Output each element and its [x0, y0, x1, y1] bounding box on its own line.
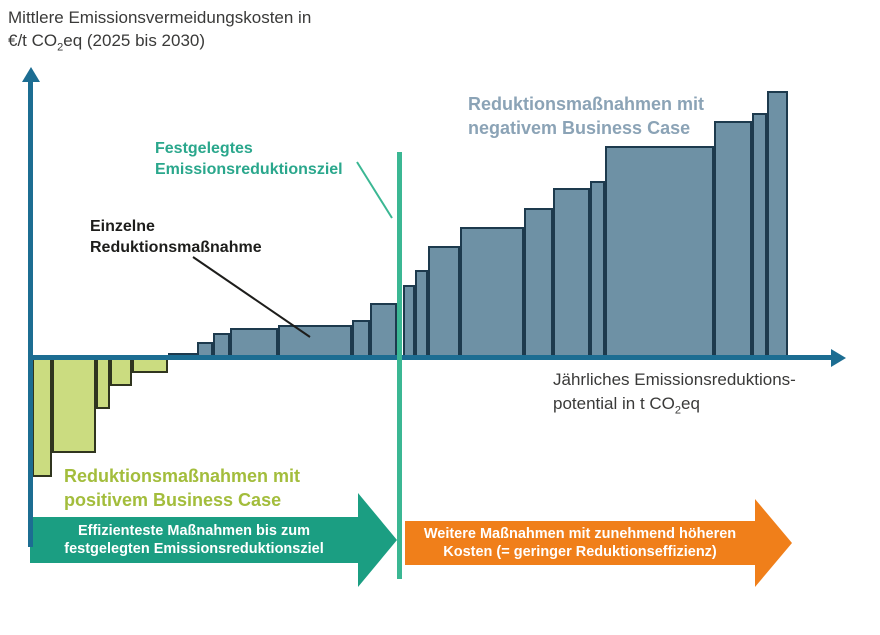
x-axis-title-line2-suffix: eq: [681, 394, 700, 413]
bar: [370, 303, 397, 358]
target-label: Festgelegtes Emissionsreduktionsziel: [155, 138, 343, 180]
y-axis-arrowhead-icon: [22, 67, 40, 82]
x-axis-title-line1: Jährliches Emissionsreduktions-: [553, 370, 796, 389]
bar: [605, 146, 714, 358]
x-axis-title-line2-prefix: potential in t CO: [553, 394, 675, 413]
bar: [590, 181, 605, 358]
single-measure-label-line2: Reduktionsmaßnahme: [90, 239, 262, 256]
negative-case-label-line2: negativem Business Case: [468, 118, 691, 138]
positive-case-label-line2: positivem Business Case: [64, 490, 282, 510]
further-measures-arrowhead-icon: [755, 499, 792, 587]
y-axis-title-line1: Mittlere Emissionsvermeidungskosten in: [8, 8, 312, 27]
y-axis-line: [28, 80, 33, 547]
bar: [278, 325, 352, 358]
further-measures-arrow-line2: Kosten (= geringer Reduktionseffizienz): [443, 544, 717, 560]
positive-case-label-line1: Reduktionsmaßnahmen mit: [64, 466, 301, 486]
efficient-measures-arrow: Effizienteste Maßnahmen bis zum festgele…: [30, 517, 358, 563]
x-axis-title-line2: potential in t CO2eq: [553, 392, 796, 422]
y-axis-title-co2-subscript: 2: [57, 41, 64, 54]
x-axis-arrowhead-icon: [831, 349, 846, 367]
further-measures-arrow: Weitere Maßnahmen mit zunehmend höheren …: [405, 521, 755, 565]
bar: [767, 91, 788, 358]
x-axis-line: [28, 355, 832, 360]
y-axis-title-line2: €/t CO2eq (2025 bis 2030): [8, 29, 311, 59]
bar: [524, 208, 553, 358]
bar: [415, 270, 428, 358]
target-label-line1: Festgelegtes: [155, 140, 253, 157]
y-axis-title: Mittlere Emissionsvermeidungskosten in €…: [8, 6, 311, 59]
bar: [230, 328, 278, 358]
bar: [132, 358, 168, 373]
negative-case-label-line1: Reduktionsmaßnahmen mit: [468, 94, 705, 114]
bar: [428, 246, 460, 358]
single-measure-label-line1: Einzelne: [90, 218, 155, 235]
bar: [460, 227, 524, 358]
efficient-measures-arrow-line1: Effizienteste Maßnahmen bis zum: [77, 523, 311, 539]
x-axis-title: Jährliches Emissionsreduktions- potentia…: [553, 368, 796, 422]
single-measure-label: Einzelne Reduktionsmaßnahme: [90, 216, 262, 258]
y-axis-title-line2-suffix: eq (2025 bis 2030): [63, 31, 206, 50]
target-label-line2: Emissionsreduktionsziel: [155, 161, 343, 178]
further-measures-arrow-line1: Weitere Maßnahmen mit zunehmend höheren: [423, 526, 737, 542]
efficient-measures-arrowhead-icon: [358, 493, 397, 587]
emission-target-line: [397, 152, 402, 579]
bar: [752, 113, 767, 358]
positive-case-label: Reduktionsmaßnahmen mit positivem Busine…: [64, 464, 300, 512]
bar: [714, 121, 752, 358]
bar: [52, 358, 96, 453]
bar: [352, 320, 370, 358]
bar: [32, 358, 52, 477]
efficient-measures-arrow-line2: festgelegten Emissionsreduktionsziel: [64, 541, 324, 557]
bar: [96, 358, 110, 409]
y-axis-title-line2-prefix: €/t CO: [8, 31, 58, 50]
bar: [110, 358, 132, 386]
negative-case-label: Reduktionsmaßnahmen mit negativem Busine…: [468, 92, 704, 140]
bar: [553, 188, 590, 358]
x-axis-title-co2-subscript: 2: [674, 404, 682, 417]
bar: [403, 285, 415, 358]
